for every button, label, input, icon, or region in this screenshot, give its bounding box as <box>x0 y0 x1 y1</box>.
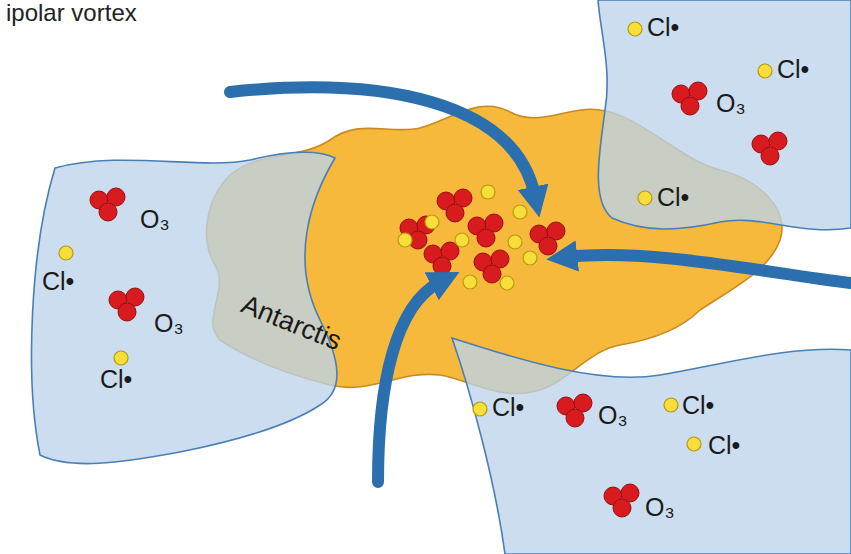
text-holder: O₃ <box>140 206 170 234</box>
chlorine-atom <box>500 276 514 290</box>
ozone-molecule <box>424 242 459 275</box>
ozone-air-band: Cl• O₃ Cl• Cl• O₃ <box>448 330 851 554</box>
ozone-molecule <box>90 188 125 221</box>
vortex-arrows <box>230 87 851 482</box>
chlorine-atom <box>758 64 772 78</box>
chemical-label: Cl• <box>682 392 714 420</box>
ozone-molecule <box>604 484 639 517</box>
oxygen-atom <box>477 229 495 247</box>
chemical-label: O₃ <box>154 310 184 338</box>
region-outline <box>588 0 851 242</box>
vortex-arrow <box>378 282 440 482</box>
oxygen-atom <box>613 499 631 517</box>
chlorine-atom <box>455 233 469 247</box>
ozone-molecule <box>437 189 472 222</box>
oxygen-atom <box>539 237 557 255</box>
chlorine-atom <box>481 185 495 199</box>
oxygen-atom <box>433 257 451 275</box>
text-holder: O₃ <box>716 90 746 118</box>
oxygen-atom <box>483 265 501 283</box>
region-shape <box>32 152 337 463</box>
chemical-label: Cl• <box>777 56 809 84</box>
chemical-label: Cl• <box>657 184 689 212</box>
text-holder: ipolar vortex <box>6 0 137 26</box>
text-holder: O₃ <box>598 402 628 430</box>
text-holder: Cl• <box>647 14 679 42</box>
ozone-molecule <box>530 222 565 255</box>
chlorine-atom <box>114 351 128 365</box>
chlorine-atom <box>687 437 701 451</box>
region-shape <box>598 0 851 230</box>
text-holder: Cl• <box>708 432 740 460</box>
text-holder: Cl• <box>682 392 714 420</box>
chemical-label: O₃ <box>598 402 628 430</box>
heading-fragment: ipolar vortex <box>6 0 137 26</box>
oxygen-atom <box>681 97 699 115</box>
text-holder: O₃ <box>154 310 184 338</box>
ozone-molecule <box>557 394 592 427</box>
chemical-label: Cl• <box>492 394 524 422</box>
ozone-molecule <box>752 132 787 165</box>
region-shape <box>452 338 851 554</box>
text-holder: Cl• <box>777 56 809 84</box>
text-holder: Cl• <box>100 366 132 394</box>
vortex-arrow <box>568 255 851 283</box>
chlorine-atom <box>664 398 678 412</box>
chemical-label: Cl• <box>42 268 74 296</box>
ozone-molecule <box>468 214 503 247</box>
chemical-label: O₃ <box>716 90 746 118</box>
chemical-label: Cl• <box>647 14 679 42</box>
text-holder: Cl• <box>42 268 74 296</box>
text-holder: Cl• <box>492 394 524 422</box>
chemical-label: O₃ <box>645 494 675 522</box>
chlorine-atom <box>508 235 522 249</box>
chemical-label: Cl• <box>100 366 132 394</box>
oxygen-atom <box>446 204 464 222</box>
text-holder: O₃ <box>645 494 675 522</box>
chlorine-atom <box>59 246 73 260</box>
chlorine-atom <box>638 191 652 205</box>
ozone-molecule <box>109 288 144 321</box>
text-holder: Cl• <box>657 184 689 212</box>
chlorine-atom <box>398 233 412 247</box>
chlorine-atom <box>463 275 477 289</box>
chlorine-atom <box>473 402 487 416</box>
chemical-label: O₃ <box>140 206 170 234</box>
vortex-arrow <box>230 87 535 196</box>
chlorine-atom <box>523 251 537 265</box>
molecules <box>59 22 787 517</box>
chlorine-atom <box>513 205 527 219</box>
oxygen-atom <box>761 147 779 165</box>
chlorine-atom <box>425 215 439 229</box>
ozone-air-band: Cl• Cl• O₃ Cl• <box>588 0 851 242</box>
oxygen-atom <box>118 303 136 321</box>
oxygen-atom <box>566 409 584 427</box>
oxygen-atom <box>99 203 117 221</box>
ozone-molecule <box>672 82 707 115</box>
chlorine-atom <box>628 22 642 36</box>
chemical-label: Cl• <box>708 432 740 460</box>
